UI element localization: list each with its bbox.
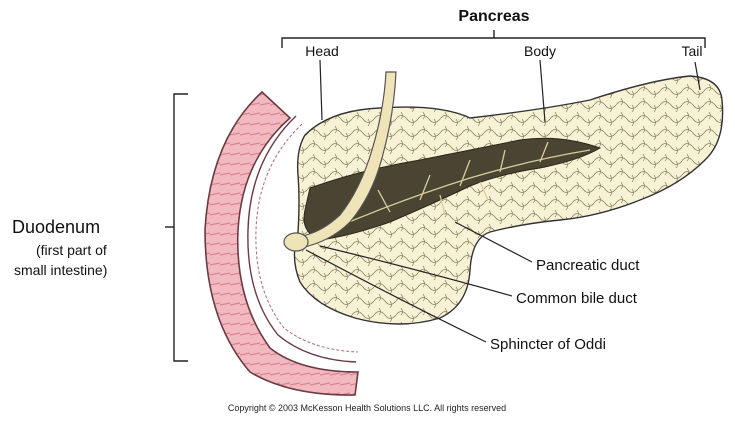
label-duodenum-note-2: small intestine) [14, 262, 107, 278]
sphincter-shape [284, 233, 308, 251]
label-common-bile-duct: Common bile duct [516, 290, 638, 307]
pancreas-bracket [282, 30, 705, 48]
label-tail: Tail [681, 43, 702, 59]
copyright-text: Copyright © 2003 McKesson Health Solutio… [228, 403, 506, 413]
label-head: Head [305, 43, 338, 59]
label-duodenum-note-1: (first part of [36, 242, 107, 258]
duodenum-bracket [165, 94, 188, 361]
label-duodenum: Duodenum [12, 217, 100, 237]
label-body: Body [524, 43, 556, 59]
label-pancreatic-duct: Pancreatic duct [536, 257, 640, 274]
pancreas-title: Pancreas [458, 8, 529, 25]
label-sphincter-of-oddi: Sphincter of Oddi [490, 336, 606, 353]
